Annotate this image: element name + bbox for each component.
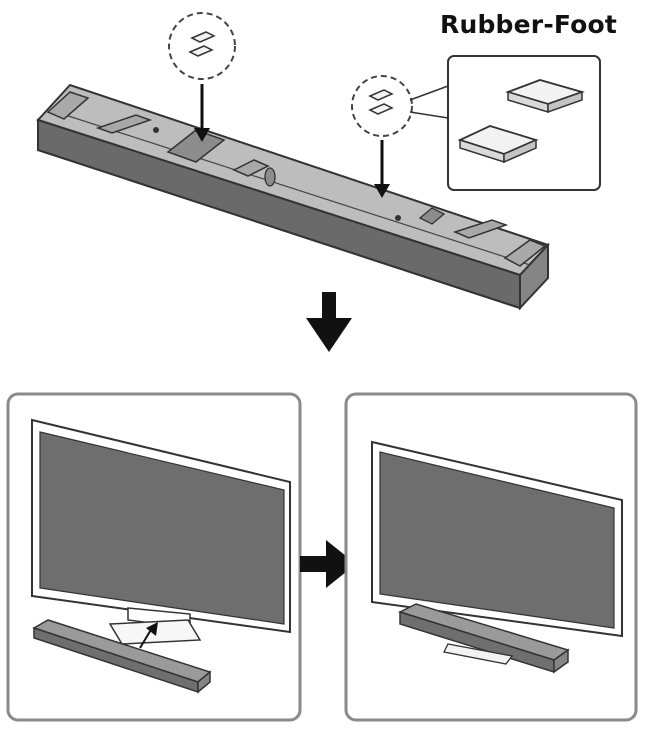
soundbar-underside (36, 83, 550, 311)
rubber-foot-detail-box (447, 55, 601, 191)
dashed-circle-callout (168, 12, 449, 137)
right-arrow (300, 540, 356, 588)
panel-before (6, 392, 302, 722)
panel-after (344, 392, 638, 722)
down-arrow (194, 84, 390, 198)
rubber-foot-label: Rubber-Foot (440, 10, 618, 39)
down-arrow (306, 292, 352, 352)
rubber-foot-pad (457, 125, 539, 164)
rubber-foot-pad (505, 79, 585, 114)
